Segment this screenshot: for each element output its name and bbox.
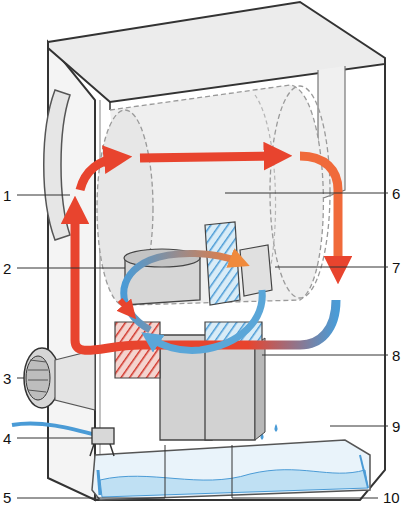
callout-number: 7 (392, 260, 400, 275)
callout-number: 5 (3, 490, 11, 505)
callout-number: 8 (392, 348, 400, 363)
callout-number: 2 (3, 261, 11, 276)
callout-number: 10 (383, 490, 400, 505)
callout-number: 4 (3, 431, 11, 446)
callout-number: 9 (392, 419, 400, 434)
callout-number: 3 (3, 371, 11, 386)
callout-number: 1 (3, 188, 11, 203)
leader-lines (17, 193, 388, 498)
callout-number: 6 (392, 186, 400, 201)
